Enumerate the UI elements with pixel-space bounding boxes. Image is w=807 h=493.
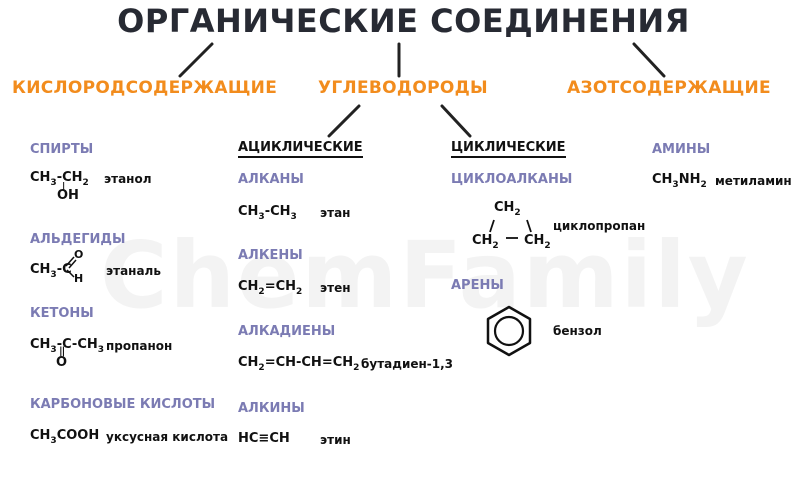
category-oxygen: КИСЛОРОДСОДЕРЖАЩИЕ xyxy=(12,78,278,98)
formula-methylamine: CH3NH2 xyxy=(652,172,707,190)
formula-ethane: CH3-CH3 xyxy=(238,204,297,222)
formula-cyclopropane-left: CH2 xyxy=(472,233,499,251)
formula-ethyne: HC≡CH xyxy=(238,431,290,446)
label-amines: АМИНЫ xyxy=(652,142,711,157)
name-benzene: бензол xyxy=(553,324,602,338)
header-acyclic: АЦИКЛИЧЕСКИЕ xyxy=(238,140,363,158)
label-alkanes: АЛКАНЫ xyxy=(238,172,304,187)
header-cyclic: ЦИКЛИЧЕСКИЕ xyxy=(451,140,566,158)
label-aldehydes: АЛЬДЕГИДЫ xyxy=(30,232,126,247)
name-ethanal: этаналь xyxy=(106,264,161,278)
formula-acetic-acid: CH3COOH xyxy=(30,428,100,446)
line-title-to-nitrogen xyxy=(632,42,666,78)
page-title: ОРГАНИЧЕСКИЕ СОЕДИНЕНИЯ xyxy=(117,2,690,40)
category-hydrocarbons: УГЛЕВОДОРОДЫ xyxy=(318,78,488,98)
label-ketones: КЕТОНЫ xyxy=(30,306,94,321)
formula-propanone: CH3-C-CH3 xyxy=(30,337,105,355)
name-ethene: этен xyxy=(320,281,351,295)
watermark: ChemFamily xyxy=(100,222,750,329)
name-ethane: этан xyxy=(320,206,351,220)
bond-double-vertical: || xyxy=(59,346,65,357)
label-cycloalkanes: ЦИКЛОАЛКАНЫ xyxy=(451,172,573,187)
formula-cyclopropane-right: CH2 xyxy=(524,233,551,251)
name-acetic-acid: уксусная кислота xyxy=(106,430,229,444)
name-ethyne: этин xyxy=(320,433,351,447)
formula-ethanal-o: O xyxy=(74,248,84,261)
bond-vertical: | xyxy=(62,182,66,192)
aldehyde-bonds xyxy=(65,256,77,278)
formula-ethanal-h: H xyxy=(74,272,84,285)
label-arenes: АРЕНЫ xyxy=(451,278,504,293)
label-alkynes: АЛКИНЫ xyxy=(238,401,305,416)
name-propanone: пропанон xyxy=(106,339,173,353)
line-title-to-oxygen xyxy=(178,42,214,78)
category-nitrogen: АЗОТСОДЕРЖАЩИЕ xyxy=(567,78,771,98)
label-alcohols: СПИРТЫ xyxy=(30,142,94,157)
line-hc-to-cyclic xyxy=(440,104,472,138)
line-hc-to-acyclic xyxy=(327,104,361,138)
formula-butadiene: CH2=CH-CH=CH2 xyxy=(238,355,360,373)
name-methylamine: метиламин xyxy=(715,174,792,188)
formula-cyclopropane-top: CH2 xyxy=(494,200,521,218)
cyclopropane-bonds xyxy=(489,219,532,239)
formula-ethene: CH2=CH2 xyxy=(238,279,303,297)
name-ethanol: этанол xyxy=(104,172,152,186)
formula-ethanol-oh: OH xyxy=(57,188,79,203)
formula-propanone-o: O xyxy=(56,355,68,370)
formula-ethanol: CH3-CH2 xyxy=(30,170,89,188)
name-butadiene: бутадиен-1,3 xyxy=(361,357,454,371)
name-cyclopropane: циклопропан xyxy=(553,219,646,233)
benzene-ring-icon xyxy=(486,305,532,357)
label-carboxylic-acids: КАРБОНОВЫЕ КИСЛОТЫ xyxy=(30,397,216,412)
formula-ethanal: CH3-C xyxy=(30,262,72,280)
label-alkadienes: АЛКАДИЕНЫ xyxy=(238,324,336,339)
label-alkenes: АЛКЕНЫ xyxy=(238,248,303,263)
